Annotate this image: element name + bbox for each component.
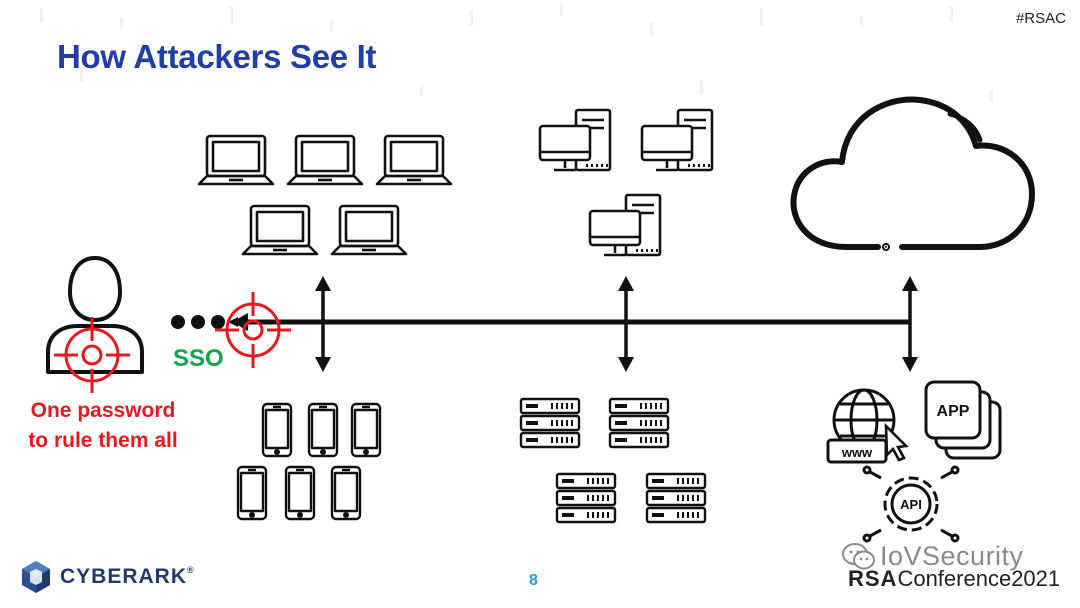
smartphone-icon <box>284 465 316 521</box>
logo-cyber-text: CYBER <box>60 565 139 588</box>
globe-www-icon <box>826 388 909 464</box>
watermark-text: IoVSecurity <box>880 541 1024 571</box>
vertical-arrows <box>321 286 912 362</box>
desktops-group <box>538 108 714 257</box>
smartphone-icon <box>307 402 339 458</box>
api-label: API <box>900 497 922 512</box>
user-icon <box>46 256 144 374</box>
conference-text: Conference2021 <box>897 566 1061 591</box>
one-password-caption: One password to rule them all <box>10 396 196 456</box>
app-label: APP <box>937 403 970 420</box>
watermark: IoVSecurity <box>842 541 1024 572</box>
ellipsis-dots <box>171 315 225 329</box>
cyberark-cube-icon <box>22 561 50 593</box>
laptop-icon <box>375 134 453 186</box>
app-stack-icon <box>924 380 1002 460</box>
server-rack-icon <box>608 397 670 449</box>
page-number: 8 <box>529 572 538 589</box>
cyberark-logo: CYBERARK® <box>20 558 195 596</box>
laptop-icon <box>197 134 275 186</box>
smartphone-icon <box>261 402 293 458</box>
server-rack-icon <box>555 472 617 524</box>
logo-registered-mark: ® <box>187 565 195 575</box>
rsac-hashtag: #RSAC <box>1015 10 1066 27</box>
smartphone-icon <box>330 465 362 521</box>
phones-group <box>236 402 382 521</box>
laptops-group <box>197 134 453 256</box>
laptop-icon <box>330 204 408 256</box>
slide-title: How Attackers See It <box>57 38 377 75</box>
background-pattern <box>40 4 993 102</box>
logo-ark-text: ARK <box>138 565 188 588</box>
api-gear-icon <box>862 465 960 543</box>
servers-group <box>519 397 707 524</box>
chat-bubbles-icon <box>842 542 875 569</box>
laptop-icon <box>286 134 364 186</box>
rsa-text: RSA <box>848 566 898 591</box>
sso-label: SSO <box>173 345 224 372</box>
arrow-heads <box>315 276 918 372</box>
desktop-computer-icon <box>538 108 612 172</box>
server-rack-icon <box>519 397 581 449</box>
one-password-line1: One password <box>30 399 176 422</box>
rsa-conference-logo: RSA Conference2021 <box>848 566 1060 592</box>
smartphone-icon <box>236 465 268 521</box>
cyberark-wordmark: CYBERARK® <box>60 565 195 589</box>
server-rack-icon <box>645 472 707 524</box>
cloud-icon <box>790 96 1035 251</box>
desktop-computer-icon <box>640 108 714 172</box>
one-password-line2: to rule them all <box>28 429 178 452</box>
laptop-icon <box>241 204 319 256</box>
desktop-computer-icon <box>588 193 662 257</box>
target-crosshair-icon <box>213 290 293 370</box>
www-label: www <box>841 445 873 460</box>
smartphone-icon <box>350 402 382 458</box>
